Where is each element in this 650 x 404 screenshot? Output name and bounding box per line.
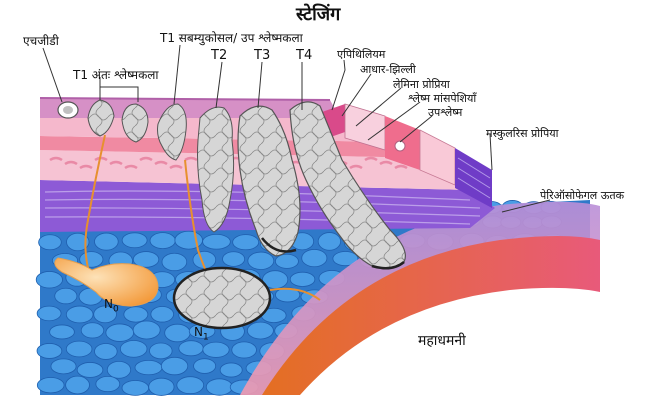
fat-cell [66,232,90,252]
fiber-mark [139,156,153,162]
fat-cell [65,305,94,324]
fat-cell [94,343,118,360]
fat-cell [164,323,191,343]
fat-cell [38,234,62,251]
n0-label: N0 [104,298,119,314]
fiber-mark [184,156,198,162]
fat-cell [317,232,342,251]
muscularis-mucosae-label: श्लेष्म मांसपेशियाँ [408,92,477,105]
fiber-mark [49,156,63,162]
fiber-mark [364,156,378,162]
fat-cell [193,358,217,374]
fiber-mark [109,160,123,166]
fat-cell [222,251,246,267]
t4-tumor [289,101,406,270]
submucosa-label: उपश्लेष्म [428,106,463,119]
fiber-mark [169,164,183,170]
n1-lymph-node [172,266,272,330]
t2-label: T2 [211,48,228,63]
fat-cell [150,306,174,323]
t4-label: T4 [296,48,313,63]
fat-cell [35,271,63,289]
n1-letter: N [194,325,203,339]
muscularis-propria-label: मस्कुलरिस प्रोपिया [486,127,559,140]
fat-cell [246,321,274,340]
fat-cell [80,322,105,339]
fiber-mark [154,160,168,166]
t1-submucosal-tumor [157,103,187,161]
fat-cell [123,306,149,323]
fat-cell [132,251,160,268]
n1-label: N1 [194,326,209,342]
aorta-lumen [300,287,600,395]
n1-subscript: 1 [202,332,209,343]
fat-cell [65,375,90,395]
fat-cell [160,356,189,376]
fat-cell [231,341,257,359]
fat-cell [119,340,148,358]
fat-cell [121,380,149,396]
fat-cell [247,251,275,270]
t1-submucosal-label: T1 सबम्युकोसल/ उप श्लेष्मकला [160,31,303,45]
fat-cell [36,305,62,322]
periesophageal-tissue-label: पेरिऑसोफेगल ऊतक [540,189,625,202]
basement-membrane-label: आधार-झिल्ली [360,63,416,76]
fat-cell [174,230,203,250]
fat-cell [202,233,231,250]
fat-cell [49,324,75,340]
aorta-label: महाधमनी [418,333,466,349]
fat-cell [93,305,117,324]
fat-cell [36,377,65,394]
fiber-mark [79,164,93,170]
fat-cell [219,362,243,378]
fiber-mark [349,164,363,170]
leader-lines [42,44,551,213]
fat-cell [178,340,204,357]
fat-cell [132,320,161,340]
fat-cell [332,251,359,267]
fat-cell [65,340,93,358]
fat-cell [232,234,260,251]
fat-cell [289,271,316,287]
fat-cell [205,378,233,396]
fat-cell [54,287,78,305]
fat-cell [76,362,104,378]
n0-letter: N [104,297,113,311]
t2-tumor [197,106,235,233]
t1-intramucosal-tumor-1 [87,99,115,137]
fat-cell [275,253,299,269]
fat-cell [94,232,119,251]
fat-cell [50,358,77,375]
epithelium-label: एपिथिलियम [337,48,386,61]
t3-tumor [237,105,301,257]
hgd-label: एचजीडी [23,34,59,48]
fiber-mark [379,160,393,166]
t1-intramucosal-tumor-2 [121,103,149,143]
fat-cell [106,360,132,379]
hgd-cell [57,101,79,119]
n0-subscript: 0 [112,304,119,315]
fat-cell [149,232,176,250]
fat-cell [105,323,135,342]
fat-cell [148,377,175,396]
n0-lymph-node [54,257,159,307]
fat-cell [301,249,328,268]
fat-cell [36,343,63,359]
fiber-mark [64,160,78,166]
fat-cell [202,341,230,358]
t1-intramucosal-label: T1 अंतः श्लेष्मकला [73,68,159,82]
page-title: स्टेजिंग [296,4,341,25]
fat-cell [95,375,121,393]
fat-cell [149,342,173,360]
t3-label: T3 [254,48,271,63]
fat-cell [176,376,205,395]
lamina-propria-label: लेमिना प्रोप्रिया [393,78,450,91]
fat-cell [134,359,163,376]
fat-cell [121,232,148,249]
fat-cell [161,252,188,272]
fiber-mark [124,164,138,170]
fiber-mark [394,164,408,170]
